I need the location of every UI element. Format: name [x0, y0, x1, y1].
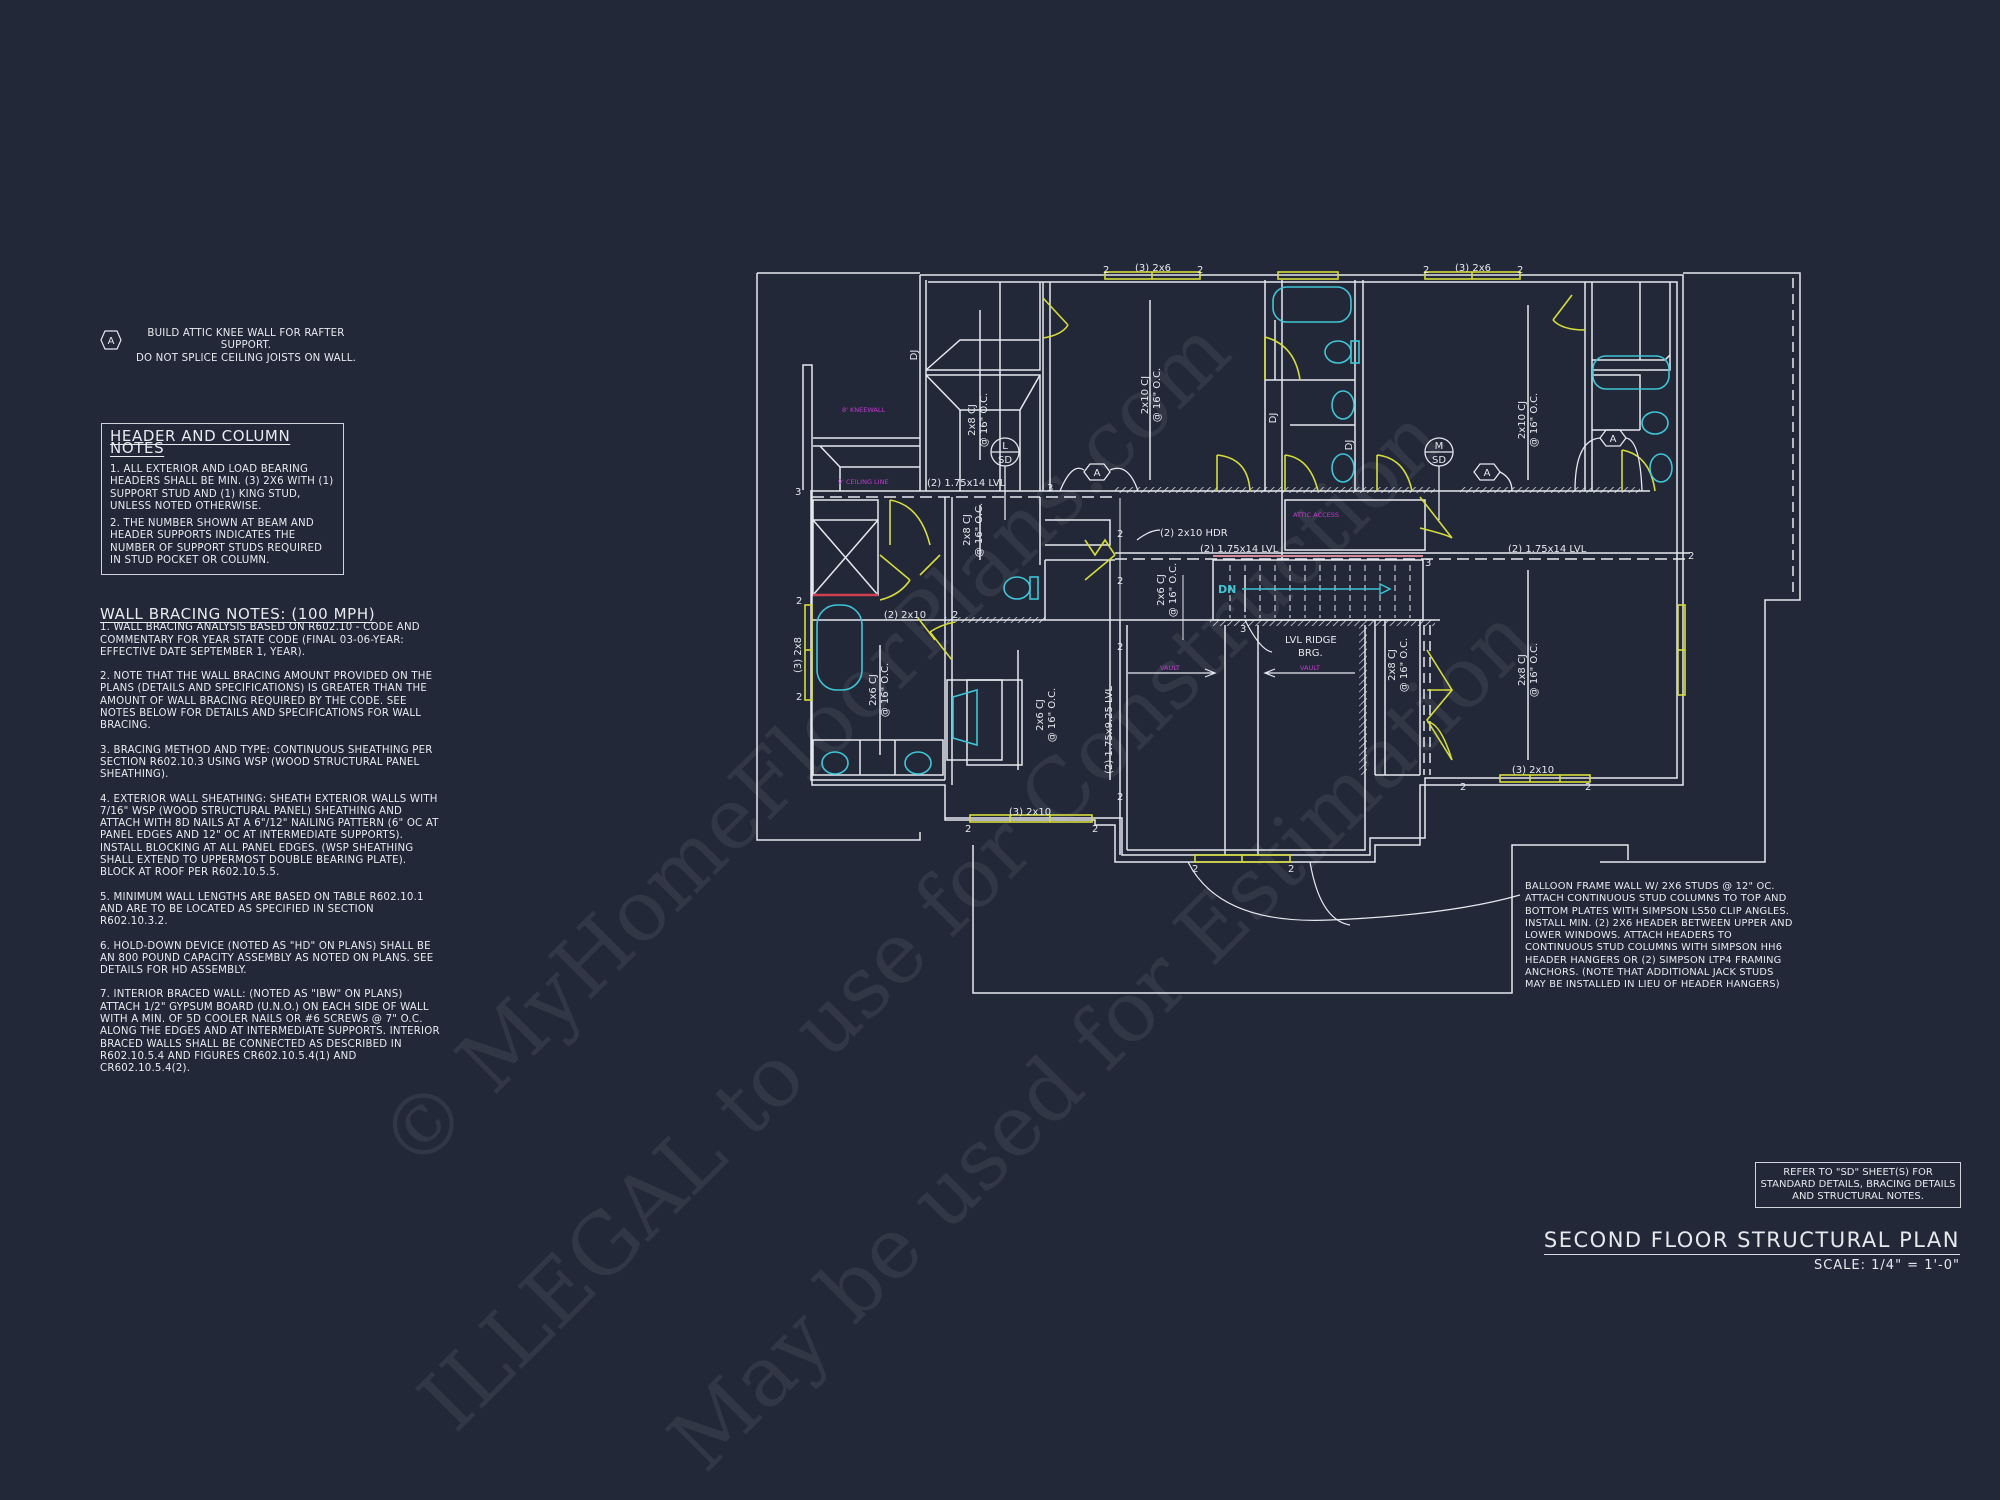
svg-text:(2) 2x10 HDR: (2) 2x10 HDR — [1160, 528, 1228, 539]
svg-text:@ 16" O.C.: @ 16" O.C. — [1529, 643, 1540, 698]
svg-text:2x10 CJ: 2x10 CJ — [1517, 401, 1528, 439]
wall-bracing-note-3: 3. BRACING METHOD AND TYPE: CONTINUOUS S… — [100, 744, 433, 781]
svg-text:3: 3 — [795, 487, 801, 498]
svg-text:2: 2 — [1423, 265, 1429, 276]
svg-text:(2) 1.75x14 LVL: (2) 1.75x14 LVL — [1508, 544, 1587, 555]
wall-bracing-notes: WALL BRACING NOTES: (100 MPH) 1. WALL BR… — [100, 605, 440, 1076]
svg-text:SD: SD — [998, 455, 1012, 466]
svg-text:@ 16" O.C.: @ 16" O.C. — [880, 663, 891, 718]
svg-text:3: 3 — [1425, 558, 1431, 569]
svg-text:BRG.: BRG. — [1298, 648, 1323, 659]
svg-text:(2) 1.75x14 LVL: (2) 1.75x14 LVL — [1200, 544, 1279, 555]
wall-bracing-note-7: 7. INTERIOR BRACED WALL: (NOTED AS "IBW"… — [100, 989, 440, 1075]
svg-text:2: 2 — [1117, 642, 1123, 653]
plan-scale: SCALE: 1/4" = 1'-0" — [1813, 1258, 1960, 1273]
svg-text:(2) 2x10: (2) 2x10 — [884, 610, 926, 621]
header-column-notes-title: HEADER AND COLUMN NOTES — [110, 427, 291, 458]
svg-text:VAULT: VAULT — [1160, 664, 1180, 672]
svg-text:A: A — [108, 336, 115, 347]
svg-text:2: 2 — [1517, 265, 1523, 276]
svg-text:@ 16" O.C.: @ 16" O.C. — [1047, 688, 1058, 743]
svg-text:@ 16" O.C.: @ 16" O.C. — [1152, 368, 1163, 423]
svg-text:DJ: DJ — [909, 350, 920, 361]
svg-text:(2) 1.75x9.25 LVL: (2) 1.75x9.25 LVL — [1104, 686, 1115, 774]
hexagon-key-icon: A — [100, 330, 122, 350]
svg-text:2: 2 — [1197, 265, 1203, 276]
svg-text:(3) 2x8: (3) 2x8 — [793, 637, 804, 673]
svg-text:L: L — [1002, 441, 1008, 452]
svg-text:SD: SD — [1432, 455, 1446, 466]
svg-text:2: 2 — [1192, 864, 1198, 875]
svg-text:@ 16" O.C.: @ 16" O.C. — [1168, 563, 1179, 618]
header-column-notes-box: HEADER AND COLUMN NOTES 1. ALL EXTERIOR … — [101, 423, 344, 575]
svg-text:@ 16" O.C.: @ 16" O.C. — [1399, 638, 1410, 693]
svg-text:3: 3 — [1047, 483, 1053, 494]
svg-text:2: 2 — [1288, 864, 1294, 875]
svg-text:@ 16" O.C.: @ 16" O.C. — [974, 503, 985, 558]
svg-text:VAULT: VAULT — [1300, 664, 1320, 672]
plan-title: SECOND FLOOR STRUCTURAL PLAN — [1543, 1228, 1960, 1255]
svg-text:M: M — [1435, 441, 1444, 452]
svg-text:(3) 2x10: (3) 2x10 — [1512, 765, 1554, 776]
svg-text:2: 2 — [796, 692, 802, 703]
svg-text:2x8 CJ: 2x8 CJ — [1387, 649, 1398, 681]
svg-text:@ 16" O.C.: @ 16" O.C. — [1529, 393, 1540, 448]
svg-text:LVL RIDGE: LVL RIDGE — [1285, 635, 1337, 646]
wall-bracing-note-4: 4. EXTERIOR WALL SHEATHING: SHEATH EXTER… — [100, 793, 439, 879]
svg-text:(3) 2x6: (3) 2x6 — [1135, 263, 1171, 274]
keynote-a-text: BUILD ATTIC KNEE WALL FOR RAFTER SUPPORT… — [135, 328, 357, 364]
svg-text:8' KNEEWALL: 8' KNEEWALL — [842, 406, 885, 414]
svg-text:2x6 CJ: 2x6 CJ — [868, 674, 879, 706]
svg-text:A: A — [1484, 468, 1491, 479]
refer-sd-note: REFER TO "SD" SHEET(S) FOR STANDARD DETA… — [1755, 1162, 1961, 1208]
wall-bracing-note-6: 6. HOLD-DOWN DEVICE (NOTED AS "HD" ON PL… — [100, 940, 434, 977]
wall-bracing-title: WALL BRACING NOTES: (100 MPH) — [100, 605, 376, 623]
header-column-note-1: 1. ALL EXTERIOR AND LOAD BEARING HEADERS… — [110, 464, 334, 512]
stair-down-label: DN — [1218, 583, 1236, 596]
svg-text:2: 2 — [1092, 824, 1098, 835]
svg-text:2x8 CJ: 2x8 CJ — [1517, 654, 1528, 686]
svg-text:2: 2 — [796, 596, 802, 607]
svg-text:3: 3 — [1240, 624, 1246, 635]
svg-text:2: 2 — [1688, 551, 1694, 562]
svg-text:2: 2 — [965, 824, 971, 835]
svg-text:2x10 CJ: 2x10 CJ — [1140, 376, 1151, 414]
svg-text:DJ: DJ — [1268, 413, 1279, 424]
header-column-note-2: 2. THE NUMBER SHOWN AT BEAM AND HEADER S… — [110, 518, 323, 566]
svg-text:9' CEILING LINE: 9' CEILING LINE — [838, 478, 889, 486]
balloon-frame-note: BALLOON FRAME WALL w/ 2x6 STUDS @ 12" OC… — [1525, 881, 1793, 991]
svg-text:2: 2 — [1117, 576, 1123, 587]
exterior-wall — [802, 274, 1684, 863]
svg-text:@ 16" O.C.: @ 16" O.C. — [979, 393, 990, 448]
svg-text:2: 2 — [1585, 782, 1591, 793]
wall-bracing-note-1: 1. WALL BRACING ANALYSIS BASED ON R602.1… — [100, 622, 420, 658]
svg-text:DJ: DJ — [1344, 440, 1355, 451]
svg-text:(2) 1.75x14 LVL: (2) 1.75x14 LVL — [927, 478, 1006, 489]
svg-text:A: A — [1610, 434, 1617, 445]
svg-text:(3) 2x6: (3) 2x6 — [1455, 263, 1491, 274]
svg-text:2: 2 — [1460, 782, 1466, 793]
svg-text:A: A — [1094, 468, 1101, 479]
svg-text:2x8 CJ: 2x8 CJ — [967, 404, 978, 436]
svg-text:2: 2 — [952, 610, 958, 621]
wall-bracing-note-2: 2. NOTE THAT THE WALL BRACING AMOUNT PRO… — [100, 671, 433, 732]
svg-text:(3) 2x10: (3) 2x10 — [1009, 807, 1051, 818]
svg-text:2: 2 — [1103, 265, 1109, 276]
wall-bracing-note-5: 5. MINIMUM WALL LENGTHS ARE BASED ON TAB… — [100, 891, 424, 928]
roof-outline — [756, 272, 921, 841]
svg-text:2: 2 — [1117, 529, 1123, 540]
svg-text:2x6 CJ: 2x6 CJ — [1156, 574, 1167, 606]
svg-text:2x8 CJ: 2x8 CJ — [962, 514, 973, 546]
title-block: SECOND FLOOR STRUCTURAL PLAN SCALE: 1/4"… — [1543, 1228, 1960, 1273]
svg-text:2: 2 — [1117, 792, 1123, 803]
svg-text:2x6 CJ: 2x6 CJ — [1035, 699, 1046, 731]
svg-text:ATTIC ACCESS: ATTIC ACCESS — [1293, 511, 1339, 519]
